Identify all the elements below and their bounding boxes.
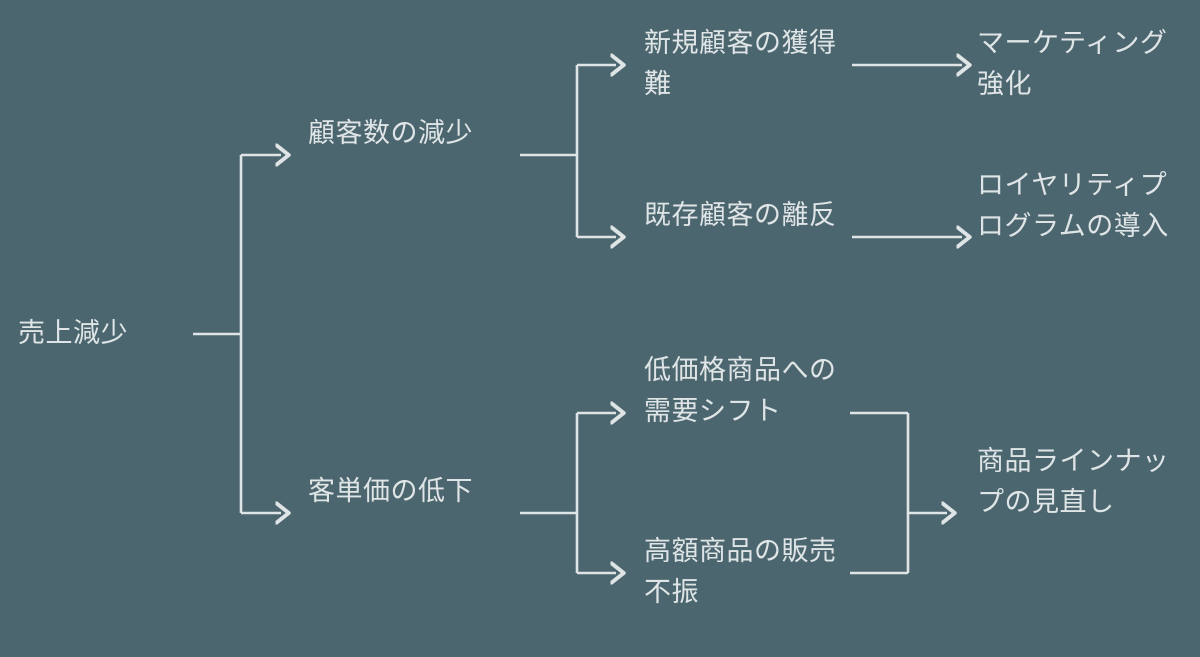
edge-branch2-fork — [520, 413, 616, 573]
node-root[interactable]: 売上減少 — [18, 318, 128, 348]
edge-root-fork — [193, 155, 281, 513]
edge-branch1-fork — [520, 65, 616, 237]
node-cause-2-1[interactable]: 低価格商品への需要シフト — [644, 355, 837, 426]
edge-merge-solution3 — [850, 411, 947, 575]
node-cause-1-1[interactable]: 新規顧客の獲得難 — [644, 28, 837, 99]
node-cause-1-2[interactable]: 既存顧客の離反 — [644, 200, 837, 230]
node-solution-3[interactable]: 商品ラインナップの見直し — [977, 446, 1170, 517]
node-cause-2-2[interactable]: 高額商品の販売不振 — [644, 536, 837, 607]
node-branch-1[interactable]: 顧客数の減少 — [308, 118, 473, 148]
node-branch-2[interactable]: 客単価の低下 — [308, 476, 473, 506]
node-solution-1[interactable]: マーケティング強化 — [977, 28, 1168, 99]
node-solution-2[interactable]: ロイヤリティプログラムの導入 — [977, 170, 1169, 241]
